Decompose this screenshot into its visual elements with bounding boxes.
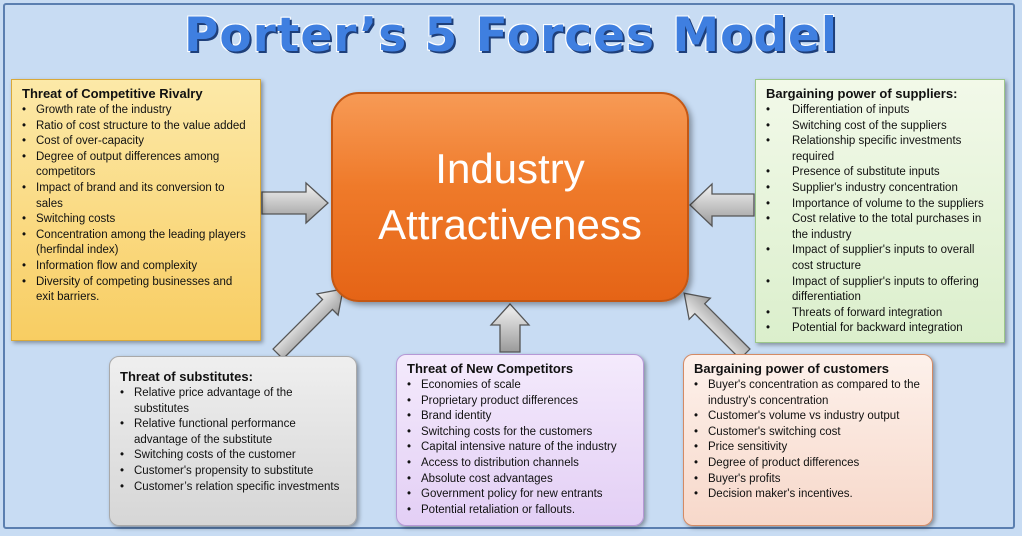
suppliers-list: Differentiation of inputs Switching cost… [766, 103, 994, 337]
substitutes-box: Threat of substitutes: Relative price ad… [109, 356, 357, 526]
list-item: Economies of scale [407, 378, 633, 394]
list-item: Absolute cost advantages [407, 472, 633, 488]
arrow-entrants [489, 303, 531, 353]
list-item: Impact of supplier's inputs to overall c… [766, 243, 994, 274]
arrow-substitutes [272, 288, 344, 360]
arrow-customers [683, 292, 751, 360]
list-item: Supplier's industry concentration [766, 181, 994, 197]
list-item: Switching costs of the customer [120, 448, 346, 464]
list-item: Price sensitivity [694, 440, 922, 456]
substitutes-heading: Threat of substitutes: [120, 369, 253, 384]
entrants-heading: Threat of New Competitors [407, 361, 574, 376]
customers-heading: Bargaining power of customers [694, 361, 890, 376]
supplier-power-box: Bargaining power of suppliers: Different… [755, 79, 1005, 343]
list-item: Cost relative to the total purchases in … [766, 212, 994, 243]
list-item: Relative price advantage of the substitu… [120, 386, 346, 417]
list-item: Decision maker's incentives. [694, 487, 922, 503]
new-competitors-box: Threat of New Competitors Economies of s… [396, 354, 644, 526]
rivalry-heading: Threat of Competitive Rivalry [22, 86, 203, 101]
list-item: Impact of supplier's inputs to offering … [766, 275, 994, 306]
list-item: Customer’s relation specific investments [120, 480, 346, 496]
list-item: Cost of over-capacity [22, 134, 250, 150]
list-item: Proprietary product differences [407, 394, 633, 410]
list-item: Degree of product differences [694, 456, 922, 472]
list-item: Presence of substitute inputs [766, 165, 994, 181]
list-item: Concentration among the leading players … [22, 228, 250, 259]
list-item: Ratio of cost structure to the value add… [22, 119, 250, 135]
arrow-suppliers [689, 182, 755, 228]
diagram-frame [3, 3, 1015, 529]
industry-attractiveness-box: Industry Attractiveness [331, 92, 689, 302]
competitive-rivalry-box: Threat of Competitive Rivalry Growth rat… [11, 79, 261, 341]
list-item: Buyer's profits [694, 472, 922, 488]
list-item: Access to distribution channels [407, 456, 633, 472]
list-item: Customer's propensity to substitute [120, 464, 346, 480]
list-item: Growth rate of the industry [22, 103, 250, 119]
list-item: Switching costs for the customers [407, 425, 633, 441]
list-item: Importance of volume to the suppliers [766, 197, 994, 213]
substitutes-list: Relative price advantage of the substitu… [120, 386, 346, 495]
list-item: Switching cost of the suppliers [766, 119, 994, 135]
list-item: Government policy for new entrants [407, 487, 633, 503]
list-item: Threats of forward integration [766, 306, 994, 322]
list-item: Potential retaliation or fallouts. [407, 503, 633, 519]
list-item: Degree of output differences among compe… [22, 150, 250, 181]
list-item: Information flow and complexity [22, 259, 250, 275]
list-item: Customer's volume vs industry output [694, 409, 922, 425]
arrow-rivalry [261, 181, 329, 225]
list-item: Relative functional performance advantag… [120, 417, 346, 448]
entrants-list: Economies of scale Proprietary product d… [407, 378, 633, 518]
list-item: Diversity of competing businesses and ex… [22, 275, 250, 306]
list-item: Buyer's concentration as compared to the… [694, 378, 922, 409]
suppliers-heading: Bargaining power of suppliers: [766, 86, 958, 101]
list-item: Switching costs [22, 212, 250, 228]
customer-power-box: Bargaining power of customers Buyer's co… [683, 354, 933, 526]
list-item: Customer's switching cost [694, 425, 922, 441]
rivalry-list: Growth rate of the industry Ratio of cos… [22, 103, 250, 306]
center-line-1: Industry [435, 145, 585, 192]
list-item: Potential for backward integration [766, 321, 994, 337]
list-item: Capital intensive nature of the industry [407, 440, 633, 456]
customers-list: Buyer's concentration as compared to the… [694, 378, 922, 503]
list-item: Impact of brand and its conversion to sa… [22, 181, 250, 212]
center-line-2: Attractiveness [378, 201, 642, 248]
list-item: Differentiation of inputs [766, 103, 994, 119]
diagram-title: Porter’s 5 Forces Model [183, 8, 839, 63]
list-item: Brand identity [407, 409, 633, 425]
list-item: Relationship specific investments requir… [766, 134, 994, 165]
